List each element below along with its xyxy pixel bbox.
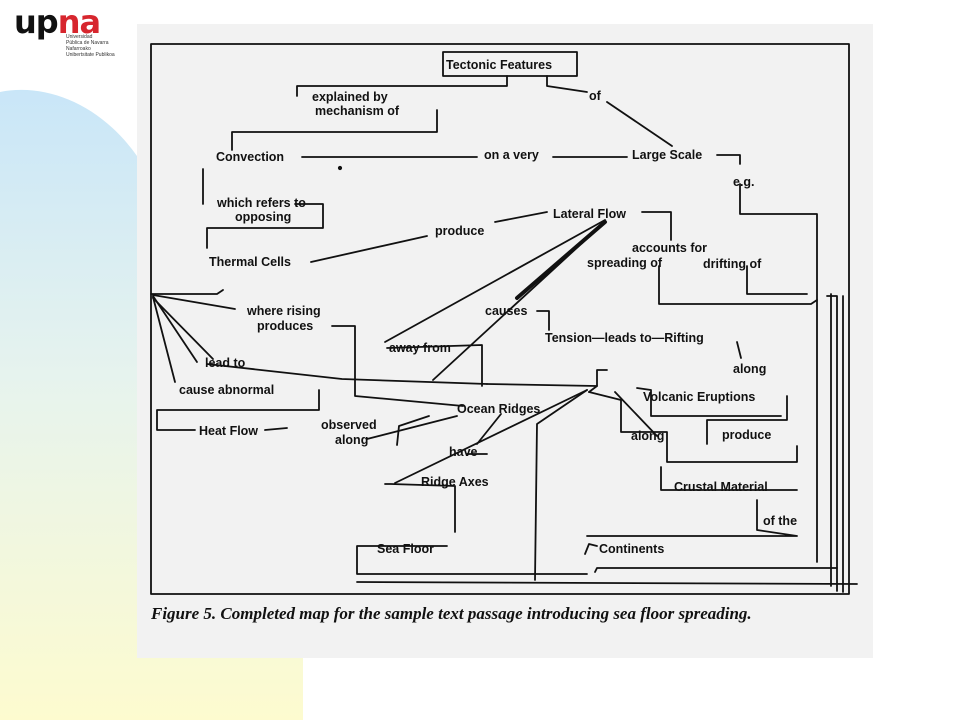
node-of-the: of the: [763, 514, 797, 528]
tectonic-box: [442, 51, 578, 77]
logo-sub-line-4: Unibertsitate Publikoa: [66, 52, 115, 58]
node-away-from: away from: [389, 341, 451, 355]
node-continents: Continents: [599, 542, 664, 556]
node-on-a-very: on a very: [484, 148, 539, 162]
node-produce-2: produce: [722, 428, 771, 442]
node-convection: Convection: [216, 150, 284, 164]
node-tectonic-features: Tectonic Features: [446, 58, 552, 72]
node-tension-rifting: Tension—leads to—Rifting: [545, 331, 704, 345]
node-accounts-for: accounts for: [632, 241, 707, 255]
node-of: of: [589, 89, 602, 103]
logo-up-text: up: [14, 3, 59, 41]
node-ocean-ridges: Ocean Ridges: [457, 402, 540, 416]
node-opposing: opposing: [235, 210, 291, 224]
concept-map-scan: Tectonic Features of explained by mechan…: [137, 24, 873, 658]
node-where-rising: where rising: [246, 304, 321, 318]
node-which-refers-to: which refers to: [216, 196, 306, 210]
logo-sub-line-3: Nafarroako: [66, 46, 91, 52]
node-eg: e.g.: [733, 175, 755, 189]
node-sea-floor: Sea Floor: [377, 542, 434, 556]
map-frame: [150, 43, 850, 595]
node-thermal-cells: Thermal Cells: [209, 255, 291, 269]
node-have: have: [449, 445, 478, 459]
node-observed-along: along: [335, 433, 368, 447]
node-drifting-of: drifting of: [703, 257, 762, 271]
node-observed: observed: [321, 418, 377, 432]
logo-sub-line-1: Universidad: [66, 34, 93, 40]
node-large-scale: Large Scale: [632, 148, 702, 162]
node-volcanic-eruptions: Volcanic Eruptions: [643, 390, 755, 404]
node-explained-by: explained by: [312, 90, 388, 104]
node-mechanism-of: mechanism of: [315, 104, 400, 118]
node-lateral-flow: Lateral Flow: [553, 207, 626, 221]
logo-subtitle: Universidad Pública de Navarra Nafarroak…: [66, 34, 115, 58]
logo-sub-line-2: Pública de Navarra: [66, 40, 109, 46]
university-logo: upna Universidad Pública de Navarra Nafa…: [14, 3, 134, 58]
node-produce: produce: [435, 224, 484, 238]
node-lead-to: lead to: [205, 356, 246, 370]
node-produces: produces: [257, 319, 313, 333]
logo-na-text: na: [57, 3, 101, 41]
node-along-2: along: [631, 429, 664, 443]
node-ridge-axes: Ridge Axes: [421, 475, 489, 489]
logo-wordmark: upna: [14, 3, 101, 41]
node-crustal-material: Crustal Material: [674, 480, 768, 494]
node-cause-abnormal: cause abnormal: [179, 383, 274, 397]
node-causes: causes: [485, 304, 527, 318]
node-along: along: [733, 362, 766, 376]
node-spreading-of: spreading of: [587, 256, 663, 270]
concept-map: Tectonic Features of explained by mechan…: [150, 43, 858, 595]
node-heat-flow: Heat Flow: [199, 424, 258, 438]
figure-caption: Figure 5. Completed map for the sample t…: [151, 604, 752, 623]
